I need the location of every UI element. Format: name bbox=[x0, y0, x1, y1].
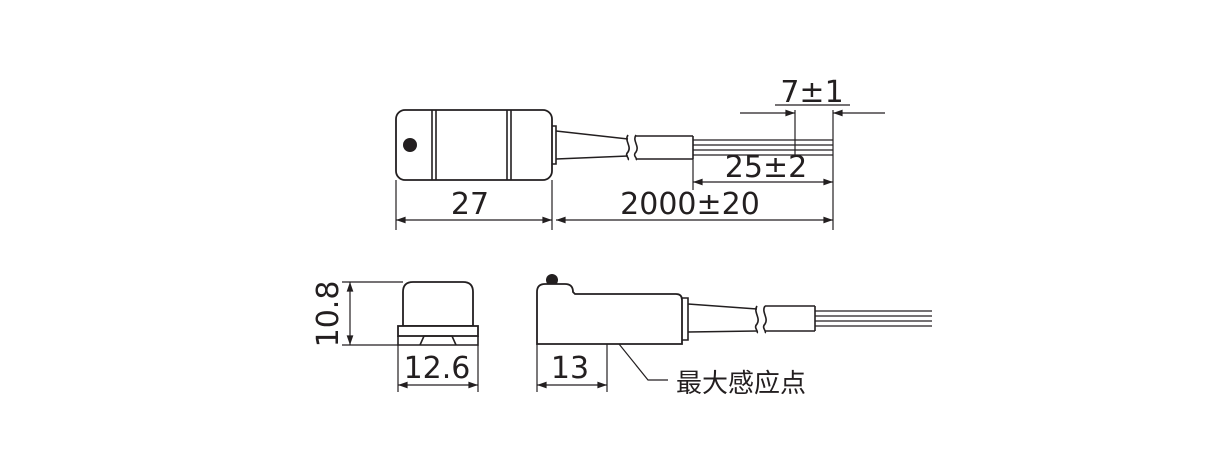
side-body bbox=[536, 283, 683, 345]
strain-relief-side bbox=[682, 297, 689, 341]
dim-body-length-label: 27 bbox=[451, 187, 489, 222]
sensor-body-top bbox=[395, 109, 553, 181]
side-cable-break-right bbox=[762, 305, 767, 334]
side-cable-bottom bbox=[687, 330, 758, 333]
cable-bottom-edge bbox=[555, 155, 629, 160]
dim-width-label: 12.6 bbox=[404, 351, 471, 386]
end-view: 10.8 12.6 bbox=[311, 281, 479, 392]
sensing-point-label: 最大感应点 bbox=[676, 369, 806, 399]
dim-strip-label: 25±2 bbox=[725, 150, 807, 185]
side-cable-top bbox=[687, 303, 758, 310]
dim-tab-label: 7±1 bbox=[780, 75, 843, 110]
strain-relief-top bbox=[552, 125, 557, 165]
top-view: 7±1 25±2 27 2000±20 bbox=[395, 75, 885, 230]
sensing-point-leader bbox=[618, 343, 668, 381]
cable-break-left bbox=[625, 134, 630, 161]
side-cable-break-left bbox=[754, 305, 759, 334]
dim-sensing-offset-label: 13 bbox=[551, 351, 589, 386]
end-view-base bbox=[397, 325, 479, 337]
cable-top-edge bbox=[555, 130, 629, 140]
side-view: 13 最大感应点 bbox=[536, 274, 932, 399]
mount-hole bbox=[403, 138, 417, 152]
indicator-led bbox=[546, 274, 558, 286]
end-view-cap bbox=[402, 281, 474, 327]
cable-break-right bbox=[633, 134, 638, 161]
end-view-foot bbox=[397, 336, 479, 346]
end-view-notch bbox=[419, 335, 457, 346]
dim-height-label: 10.8 bbox=[311, 281, 346, 348]
dim-cable-length-label: 2000±20 bbox=[620, 187, 760, 222]
